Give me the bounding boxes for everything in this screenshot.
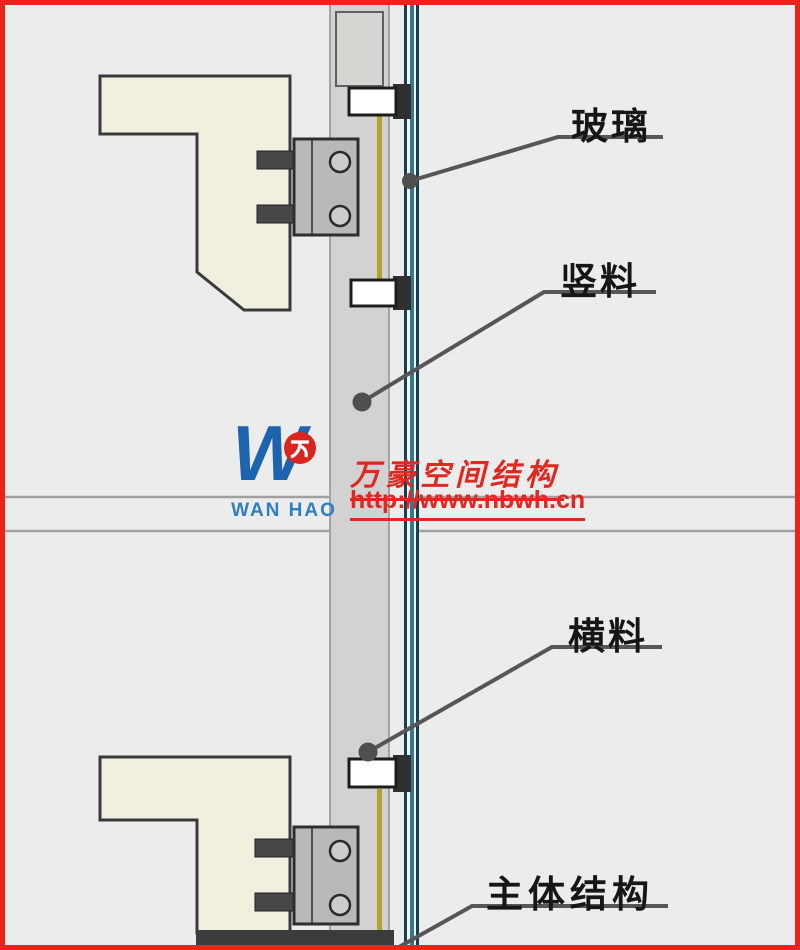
connector-block [349,278,398,308]
callout-label-main-structure: 主体结构 [486,874,654,915]
connector-block [347,86,398,117]
watermark-url: http://www.nbwh.cn [350,486,586,521]
section-break-lines [5,495,795,533]
bottom-anchor-bracket [254,825,360,926]
leader-dots [352,173,418,762]
top-anchor-bracket [256,137,360,237]
glass-panes [404,0,419,950]
bottom-slab-edge [196,930,394,947]
mullion-top-sleeve [335,11,384,87]
connector-block [347,757,398,789]
watermark-emblem-icon [284,432,316,464]
bolt-head [328,150,352,174]
leader-transom [367,645,662,754]
watermark-brand-latin: WAN HAO [231,500,337,521]
bolt-head [328,839,352,863]
leader-lines [360,135,668,949]
bolt-head [328,204,352,228]
anchor-bolt-rod [254,892,298,912]
gasket-strips [377,116,382,933]
leader-mullion [360,290,656,404]
anchor-bolt-rod [254,838,298,858]
callout-label-glass: 玻璃 [571,106,651,147]
top-main-structure [98,74,292,312]
watermark-brand-cn: 万豪空间结构 [350,450,564,501]
callout-label-mullion: 竖料 [560,261,640,302]
glass-clamps [347,84,411,792]
leader-main-structure [398,904,668,949]
bolt-head [328,893,352,917]
leader-glass [409,135,663,183]
watermark: W WAN HAO 万豪空间结构 http://www.nbwh.cn [228,414,588,527]
callout-label-transom: 横料 [568,616,648,657]
